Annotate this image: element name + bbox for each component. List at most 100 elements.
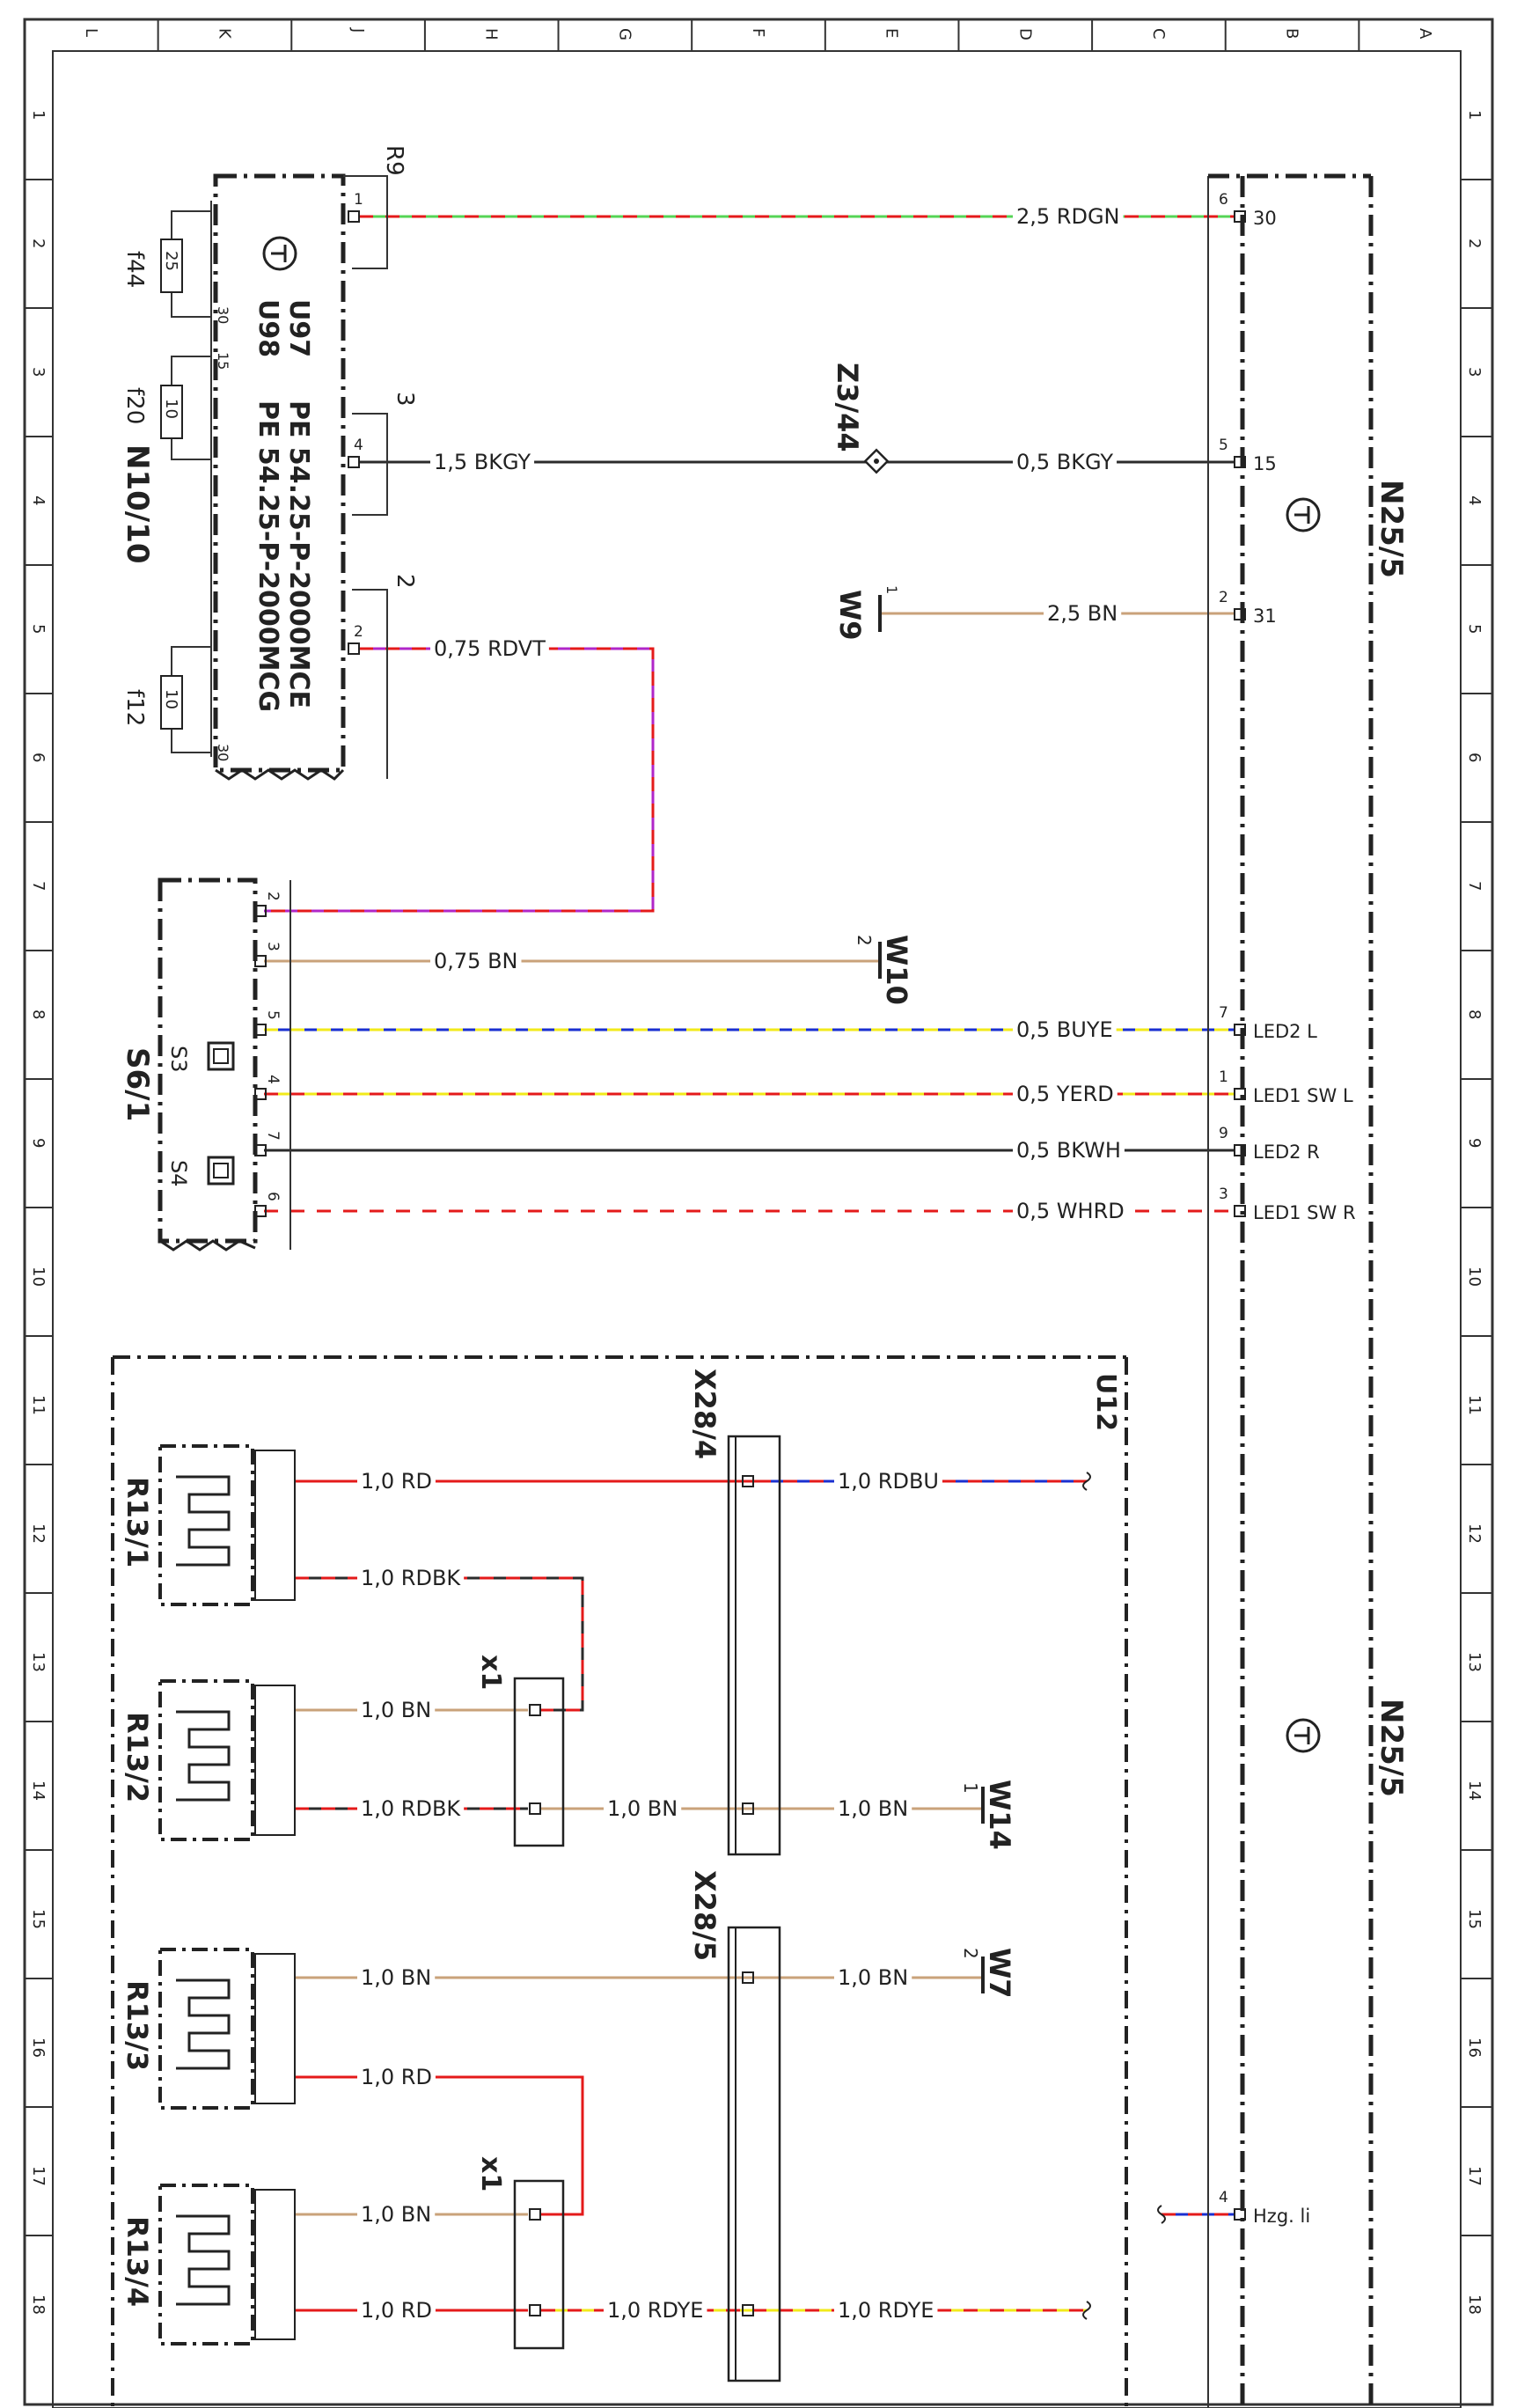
n10-pin-r9: 1 [348,191,363,223]
wires [264,215,1235,2320]
x28-4-label: X28/4 [688,1369,722,1459]
n25-ground-symbol-bottom [1286,1718,1321,1753]
row-label: 15 [29,1909,48,1929]
svg-text:f20: f20 [121,387,148,424]
svg-text:S4: S4 [166,1160,191,1187]
connector-pin [742,1475,754,1487]
wire-label-rdgn: 2,5 RDGN [1016,204,1120,229]
wire-label-r134_bn: 1,0 BN [361,2202,431,2227]
row-label: 14 [1465,1780,1484,1801]
column-label: B [1283,28,1301,39]
wire-continuation [1082,1472,1091,1491]
x1-label-b: x1 [475,2156,506,2191]
n10-u97: U97 [283,299,314,357]
n10-pin3-label: 3 [392,392,418,407]
row-label: 12 [1465,1523,1484,1544]
n10-r9-label: R9 [381,145,407,176]
connector-pin [742,1971,754,1984]
row-label: 11 [1465,1395,1484,1415]
heater-label: R13/1 [121,1477,154,1567]
svg-text:9: 9 [1219,1125,1228,1142]
svg-text:LED1 SW R: LED1 SW R [1253,1202,1356,1223]
outer-frame [23,18,1494,2406]
row-label: 14 [29,1780,48,1801]
svg-text:f44: f44 [121,251,148,288]
s6-pin [254,1088,267,1100]
svg-text:2: 2 [1219,589,1228,606]
heater-r13-3: R13/3 [121,1948,296,2110]
x1-connector-b [513,2179,565,2350]
s6-pin-number: 4 [264,1075,282,1084]
column-label: J [348,27,367,33]
z3-44-label: Z3/44 [831,363,864,452]
svg-text:2: 2 [854,935,875,946]
wire-r133-rd [295,2075,584,2216]
wire-label-bn_w9: 2,5 BN [1047,601,1118,626]
column-label: H [482,28,501,40]
connector-pin [742,1802,754,1815]
svg-text:3: 3 [1219,1186,1228,1203]
svg-text:25: 25 [162,251,180,271]
column-label: L [82,28,100,37]
wire-rdvt-stripe [264,647,655,913]
connector-pin [529,1802,541,1815]
row-label: 4 [29,496,48,505]
ground-w14: 1 W14 [960,1780,1016,1850]
row-label: 15 [1465,1909,1484,1929]
fuse-f20: 10 f20 15 [121,352,231,460]
wire-label-r131_rd: 1,0 RD [361,1469,432,1494]
wire-label-r134_rd: 1,0 RD [361,2298,432,2323]
n10-pin-30: 2 [348,623,363,655]
s6-label: S6/1 [120,1047,155,1121]
svg-text:15: 15 [215,352,231,370]
connector-pin [742,2304,754,2316]
s6-pin-number: 6 [264,1192,282,1201]
svg-text:30: 30 [215,306,231,324]
s6-break-line [159,1239,256,1252]
wire-label-r132_rdbk: 1,0 RDBK [361,1796,461,1821]
wire-label-r131_rdbk: 1,0 RDBK [361,1566,461,1590]
svg-text:30: 30 [215,744,231,761]
row-label: 7 [29,881,48,891]
heater-label: R13/2 [121,1712,154,1802]
svg-text:Hzg. li: Hzg. li [1253,2206,1310,2227]
n25-pin-led1-sw-l: 1 LED1 SW L [1219,1068,1353,1106]
x1-connector-a [513,1677,565,1847]
wire-label-x1_rdye: 1,0 RDYE [607,2298,703,2323]
row-label: 1 [29,110,48,120]
row-label: 13 [29,1652,48,1672]
row-label: 9 [29,1138,48,1148]
row-label: 2 [1465,239,1484,248]
svg-text:2: 2 [354,623,363,641]
ground-w7: 2 W7 [960,1948,1016,1999]
s6-pin-number: 5 [264,1010,282,1020]
row-label: 17 [29,2166,48,2186]
x28-5-connector [727,1926,781,2382]
n25-pin-led2-r: 9 LED2 R [1219,1125,1320,1163]
row-label: 16 [29,2037,48,2058]
connector-pin [529,1704,541,1716]
svg-text:6: 6 [1219,191,1228,209]
heater-r13-2: R13/2 [121,1679,296,1841]
n25-pin-led2-l: 7 LED2 L [1219,1004,1317,1042]
svg-text:10: 10 [162,399,180,419]
wire-rdvt [264,647,655,913]
row-label: 5 [29,624,48,634]
row-label: 16 [1465,2037,1484,2058]
n10-pe-2000mcg: PE 54.25-P-2000MCG [253,400,283,712]
s6-pin [254,1205,267,1217]
s6-pin-number: 2 [264,892,282,901]
column-label: E [883,28,901,38]
s6-box [158,877,258,1244]
row-label: 6 [1465,752,1484,762]
row-label: 10 [29,1266,48,1287]
svg-text:W14: W14 [983,1780,1016,1850]
wire-label-buye: 0,5 BUYE [1016,1017,1113,1042]
n10-r9-bracket [343,175,388,269]
row-label: 17 [1465,2166,1484,2186]
svg-text:1: 1 [1219,1068,1228,1086]
n10-pin2-bracket [352,589,388,779]
